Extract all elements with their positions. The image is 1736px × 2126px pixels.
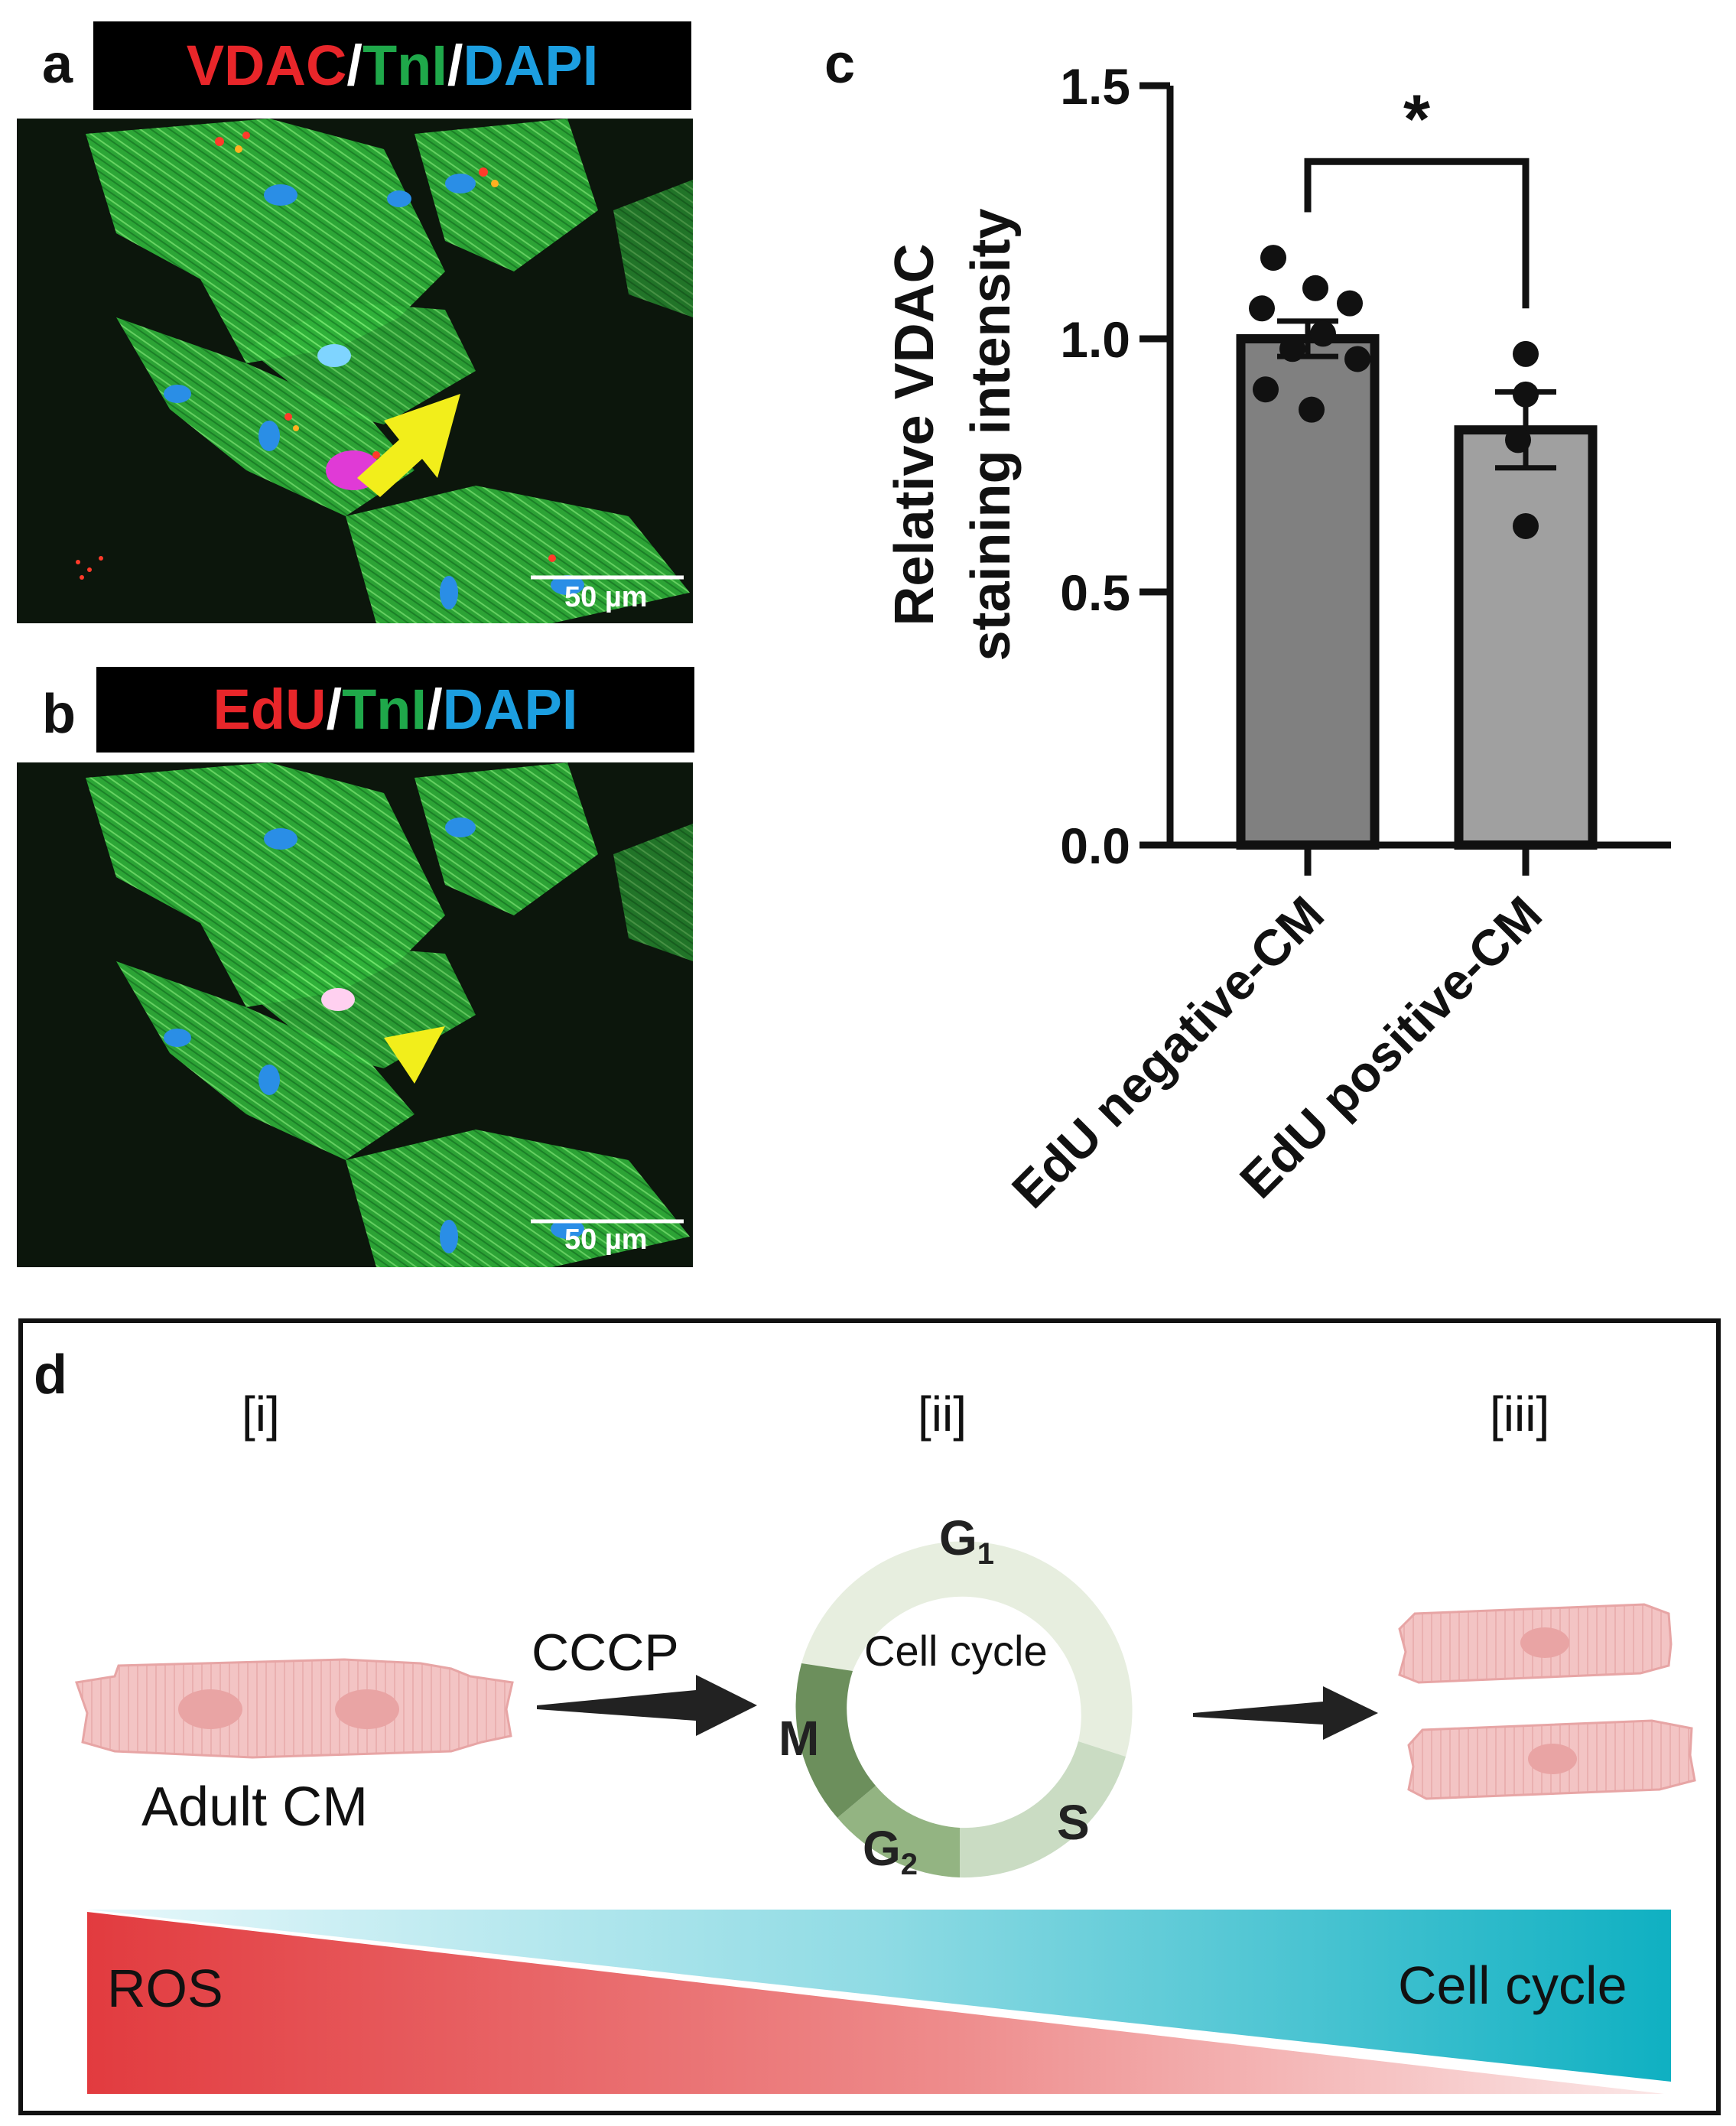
stain-dapi-label: DAPI <box>463 34 599 97</box>
cycle-center-label: Cell cycle <box>864 1627 1048 1675</box>
panel-b-letter: b <box>42 684 76 745</box>
bar <box>1236 334 1380 850</box>
cell-cycle-gradient-label: Cell cycle <box>1398 1955 1627 2015</box>
y-axis-label: staining intensity <box>961 208 1022 661</box>
panel-a-header: VDAC / TnI / DAPI <box>93 21 691 110</box>
panel-c-letter: c <box>824 34 856 95</box>
phase-letter: G <box>939 1510 977 1565</box>
separator: / <box>447 34 463 97</box>
phase-g2-label: G2 <box>863 1820 918 1881</box>
phase-m-label: M <box>779 1711 820 1766</box>
panel-d-frame <box>18 1318 1721 2115</box>
micrograph-b <box>17 762 693 1267</box>
daughter-cardiomyocyte-icon <box>1398 1603 1673 1684</box>
arrow-right-icon <box>537 1675 757 1736</box>
data-point <box>1344 346 1370 372</box>
panel-d-letter: d <box>34 1344 67 1406</box>
y-tick-label: 1.5 <box>1060 58 1130 115</box>
data-point <box>1513 340 1539 367</box>
micrograph-b-image <box>17 762 693 1267</box>
adult-cardiomyocyte-icon <box>74 1658 514 1759</box>
y-axis-label: Relative VDAC <box>884 243 945 626</box>
panel-d-diagram <box>74 1541 1696 2094</box>
data-point <box>1337 290 1363 317</box>
daughter-cardiomyocyte-icon <box>1407 1719 1696 1800</box>
phase-s-label: S <box>1057 1795 1090 1850</box>
stage-iii-label: [iii] <box>1490 1386 1550 1442</box>
phase-g1-label: G1 <box>939 1510 994 1571</box>
scale-bar-label-a: 50 µm <box>564 581 648 613</box>
arrow-right-icon <box>1193 1686 1378 1740</box>
data-point <box>1253 376 1279 403</box>
significance-marker: * <box>1403 81 1430 158</box>
stain-tni-label: TnI <box>362 34 447 97</box>
micrograph-a <box>17 119 693 623</box>
ros-gradient-wedge <box>87 1912 1664 2094</box>
data-point <box>1302 275 1328 301</box>
data-point <box>1279 336 1305 362</box>
separator: / <box>346 34 362 97</box>
ros-label: ROS <box>107 1959 223 2018</box>
data-point <box>1513 381 1539 408</box>
y-tick-label: 0.0 <box>1060 818 1130 874</box>
data-point <box>1299 396 1325 423</box>
significance-bracket <box>1304 158 1530 309</box>
y-tick-label: 1.0 <box>1060 311 1130 368</box>
phase-subscript: 2 <box>900 1848 918 1881</box>
stain-tni-label: TnI <box>342 678 427 741</box>
stage-ii-label: [ii] <box>918 1386 967 1442</box>
stain-edu-label: EdU <box>213 678 327 741</box>
stage-i-label: [i] <box>242 1386 280 1442</box>
scale-bar-label-b: 50 µm <box>564 1224 648 1256</box>
pointer-arrow-icon <box>384 1026 445 1084</box>
pointer-arrow-icon <box>357 394 460 497</box>
y-tick-label: 0.5 <box>1060 564 1130 621</box>
data-point <box>1310 320 1336 347</box>
stain-vdac-label: VDAC <box>186 34 347 97</box>
phase-subscript: 1 <box>977 1537 995 1571</box>
separator: / <box>326 678 343 741</box>
data-point <box>1513 512 1539 539</box>
data-point <box>1505 427 1531 453</box>
panel-a-letter: a <box>42 34 73 95</box>
cell-cycle-gradient-wedge <box>87 1910 1671 2082</box>
bar <box>1454 425 1598 850</box>
phase-letter: G <box>863 1821 901 1876</box>
adult-cm-label: Adult CM <box>141 1777 369 1838</box>
separator: / <box>427 678 443 741</box>
data-point <box>1249 295 1275 322</box>
micrograph-a-image <box>17 119 693 623</box>
data-point <box>1260 245 1286 271</box>
treatment-label: CCCP <box>532 1624 679 1682</box>
stain-dapi-label: DAPI <box>442 678 578 741</box>
panel-b-header: EdU / TnI / DAPI <box>96 667 694 753</box>
cell-cycle-ring-icon <box>795 1541 1133 1878</box>
